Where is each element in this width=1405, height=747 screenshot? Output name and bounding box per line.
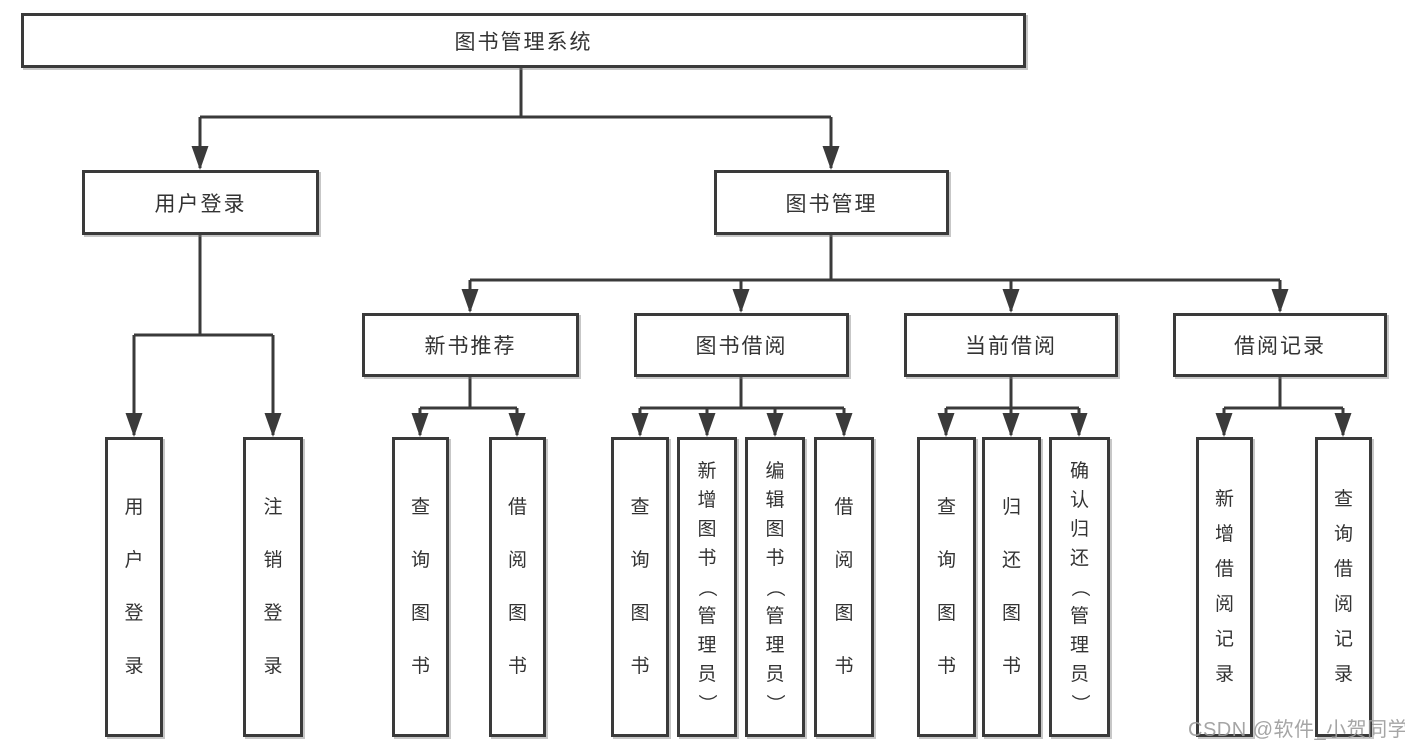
leaf-label: 归还图书 [1001,497,1021,677]
leaf-query-books-current: 查询图书 [917,437,976,737]
leaf-label: 查询借阅记录 [1333,489,1353,685]
node-label: 借阅记录 [1234,335,1326,358]
node-label: 当前借阅 [965,335,1057,358]
leaf-label: 新增借阅记录 [1214,489,1234,685]
leaf-label: 注销登录 [263,497,283,677]
leaf-label: 查询图书 [630,497,650,677]
leaf-label: 新增图书（管理员） [696,460,718,713]
node-label: 图书管理 [785,192,878,216]
leaf-return-books: 归还图书 [982,437,1041,737]
leaf-add-borrow-record: 新增借阅记录 [1196,437,1253,737]
node-book-borrowing: 图书借阅 [634,313,849,377]
leaf-label: 编辑图书（管理员） [764,460,786,713]
node-borrowing-records: 借阅记录 [1173,313,1387,377]
leaf-query-borrow-record: 查询借阅记录 [1315,437,1372,737]
leaf-label: 借阅图书 [834,497,854,677]
node-new-book-recommendation: 新书推荐 [362,313,579,377]
node-current-borrowing: 当前借阅 [904,313,1118,377]
arrowheads [125,146,1352,437]
node-label: 新书推荐 [424,335,517,358]
leaf-add-books-admin: 新增图书（管理员） [677,437,737,737]
csdn-watermark: CSDN @软件_小贺同学 [1188,719,1405,741]
node-label: 图书管理系统 [454,30,593,54]
leaf-label: 查询图书 [410,497,430,677]
leaf-borrow-books: 借阅图书 [814,437,874,737]
leaf-label: 用户登录 [124,497,144,677]
leaf-label: 借阅图书 [507,497,527,677]
leaf-user-login: 用户登录 [105,437,163,737]
leaf-logout: 注销登录 [243,437,303,737]
node-label: 用户登录 [154,192,247,216]
leaf-query-books-recommend: 查询图书 [392,437,449,737]
leaf-label: 确认归还（管理员） [1068,460,1090,713]
node-book-management: 图书管理 [714,170,949,235]
node-label: 图书借阅 [695,335,788,358]
node-user-login: 用户登录 [82,170,319,235]
leaf-label: 查询图书 [936,497,956,677]
leaf-query-books-borrowing: 查询图书 [611,437,669,737]
leaf-confirm-return-admin: 确认归还（管理员） [1049,437,1110,737]
leaf-borrow-books-recommend: 借阅图书 [489,437,546,737]
leaf-edit-books-admin: 编辑图书（管理员） [745,437,805,737]
node-library-system: 图书管理系统 [21,13,1026,68]
